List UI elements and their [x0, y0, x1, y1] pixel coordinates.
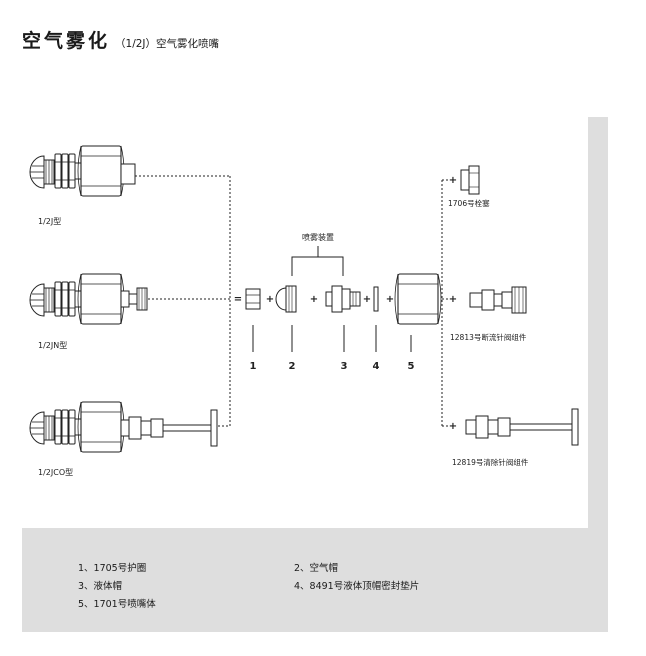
plus-sign: +: [310, 294, 318, 305]
component-1-retainer: [245, 288, 261, 310]
spray-setup-bracket: [291, 246, 344, 276]
plus-sign: +: [386, 294, 394, 305]
label-spray-setup: 喷雾装置: [302, 232, 334, 242]
component-3-fluid-cap: [325, 285, 361, 313]
legend-item-2: 2、空气帽: [294, 563, 339, 574]
legend-item-1: 1、1705号护圈: [78, 563, 147, 574]
label-shutoff: 12813号断流针阀组件: [450, 332, 527, 342]
plug-1706: [460, 165, 480, 195]
part-number-5: 5: [408, 361, 415, 372]
legend-item-4: 4、8491号液体顶帽密封垫片: [294, 581, 420, 592]
nozzle-assembly-jco: [29, 176, 231, 453]
plus-sign: +: [449, 421, 457, 432]
accessory-branch-lines: [441, 179, 458, 427]
label-model-jn: 1/2JN型: [38, 341, 67, 350]
part-number-1: 1: [250, 361, 257, 372]
legend-item-5: 5、1701号喷嘴体: [78, 599, 156, 610]
part-number-4: 4: [373, 361, 380, 372]
nozzle-assembly-jn: [29, 273, 230, 325]
plus-sign: +: [449, 294, 457, 305]
label-plug: 1706号栓塞: [448, 198, 490, 208]
page-title: 空气雾化: [22, 30, 111, 52]
plus-sign: +: [266, 294, 274, 305]
component-5-nozzle-body: [394, 273, 442, 325]
part-number-3: 3: [341, 361, 348, 372]
label-model-jco: 1/2JCO型: [38, 468, 73, 477]
legend-item-3: 3、液体帽: [78, 581, 123, 592]
part-number-2: 2: [289, 361, 296, 372]
equals-sign: =: [234, 294, 242, 305]
nozzle-assembly-j: [29, 145, 230, 197]
plus-sign: +: [363, 294, 371, 305]
page-subtitle: （1/2J）空气雾化喷嘴: [115, 38, 220, 50]
plus-sign: +: [449, 175, 457, 186]
component-4-gasket: [373, 286, 379, 312]
component-2-air-cap: [275, 285, 297, 313]
part-leader-lines: [252, 325, 412, 352]
cleanout-needle-12819: [465, 408, 579, 446]
label-cleanout: 12819号清除针阀组件: [452, 457, 529, 467]
shutoff-needle-12813: [469, 286, 527, 314]
label-model-j: 1/2J型: [38, 217, 61, 226]
page-header: 空气雾化 （1/2J）空气雾化喷嘴: [22, 26, 220, 52]
